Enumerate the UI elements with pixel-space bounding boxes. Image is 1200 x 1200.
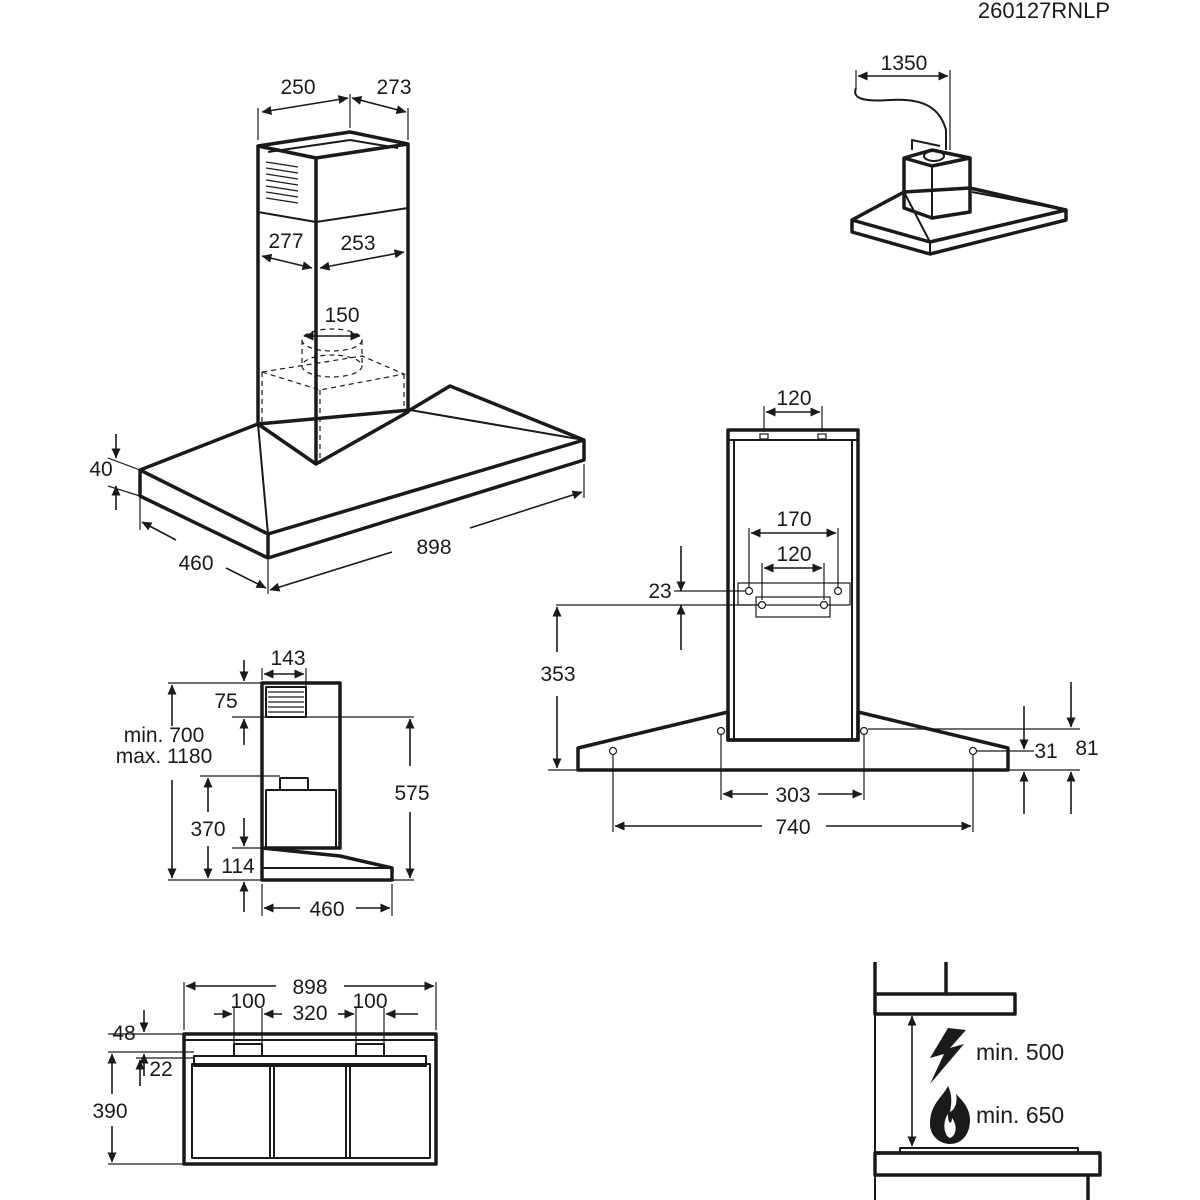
- cable-view: 1350: [850, 52, 1068, 256]
- dim-inner-hole-spacing: 303: [775, 784, 810, 807]
- bottom-view: 898 100 320 100 48 22 390: [92, 976, 438, 1166]
- dim-chimney-width: 250: [280, 76, 315, 99]
- clearance-view: min. 500 min. 650: [873, 962, 1102, 1200]
- dim-bottom-depth: 390: [92, 1100, 127, 1123]
- dim-bottom-width: 898: [292, 976, 327, 999]
- dim-chimney-depth: 273: [376, 76, 411, 99]
- dim-side-depth: 460: [309, 898, 344, 921]
- dim-motor-height: 370: [190, 818, 225, 841]
- dim-filter-center: 320: [292, 1002, 327, 1025]
- dim-outer-hole-spacing: 740: [775, 816, 810, 839]
- dim-side-canopy-height: 114: [221, 855, 255, 878]
- front-view: 120 170 120 23 353 31 81: [540, 387, 1098, 839]
- height-range-max: max. 1180: [116, 745, 213, 768]
- electric-hob-icon: [930, 1028, 966, 1084]
- dim-filter-margin-right: 100: [352, 990, 387, 1013]
- dim-bracket-height: 353: [540, 663, 575, 686]
- perspective-view: 250 273 277 253 150 40 460 898: [89, 76, 586, 594]
- dim-cable-length: 1350: [881, 52, 928, 75]
- dim-bracket-spacing: 120: [776, 387, 811, 410]
- dim-edge-height: 81: [1075, 737, 1098, 760]
- dim-canopy-depth: 460: [178, 552, 213, 575]
- height-range-min: min. 700: [124, 724, 205, 747]
- drawing-code: 260127RNLP: [978, 0, 1110, 23]
- dim-side-top-width: 143: [270, 647, 305, 670]
- dim-hole-vertical-offset: 23: [648, 580, 671, 603]
- dim-canopy-thickness: 40: [89, 458, 112, 481]
- dim-outlet-diameter: 150: [324, 304, 359, 327]
- dim-lower-chimney-width: 277: [268, 230, 303, 253]
- dim-lower-chimney-depth: 253: [340, 232, 375, 255]
- dim-bottom-top-offset: 48: [112, 1022, 135, 1045]
- dim-side-total-height: 575: [394, 782, 429, 805]
- dim-side-top-height: 75: [214, 690, 237, 713]
- dim-upper-hole-spacing: 170: [776, 508, 811, 531]
- dim-filter-margin-left: 100: [230, 990, 265, 1013]
- side-view: 143 75 min. 700 max. 1180 575 370 114 46…: [116, 647, 430, 921]
- dim-bottom-rail-offset: 22: [149, 1058, 172, 1081]
- dim-lower-hole-spacing: 120: [776, 543, 811, 566]
- dim-side-hole-offset: 31: [1034, 740, 1057, 763]
- gas-hob-icon: [930, 1086, 970, 1144]
- gas-clearance-label: min. 650: [976, 1102, 1064, 1128]
- dim-canopy-width: 898: [416, 536, 451, 559]
- electric-clearance-label: min. 500: [976, 1039, 1064, 1065]
